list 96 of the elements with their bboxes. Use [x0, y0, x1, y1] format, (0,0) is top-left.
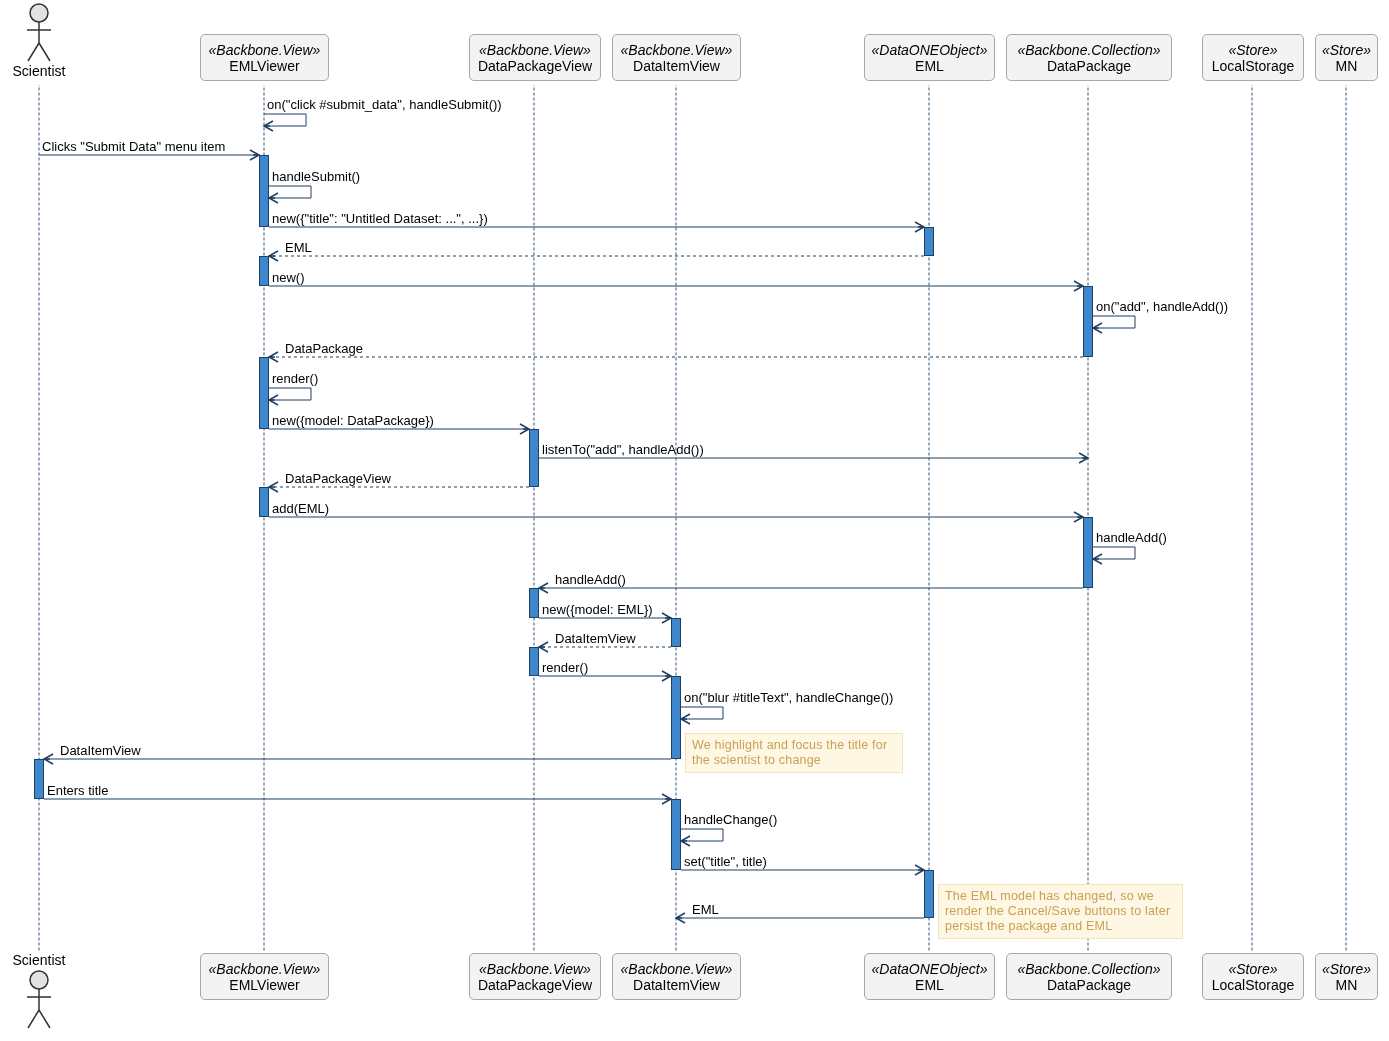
- participant-box: [1006, 953, 1172, 1000]
- message-arrow: [680, 864, 925, 876]
- participant-name: DataItemView: [633, 57, 720, 74]
- message-label: DataItemView: [60, 743, 141, 758]
- participant-box: [1006, 34, 1172, 81]
- message-label: on("click #submit_data", handleSubmit()): [267, 97, 502, 112]
- message-label: new(): [272, 270, 305, 285]
- message-label: new({model: EML}): [542, 602, 653, 617]
- participant-box: [864, 34, 995, 81]
- message-label: handleAdd(): [1096, 530, 1167, 545]
- message-arrow: [268, 351, 1084, 363]
- message-label: new({model: DataPackage}): [272, 413, 434, 428]
- message-arrow: [268, 423, 530, 435]
- message-arrow: [675, 912, 925, 924]
- message-label: on("add", handleAdd()): [1096, 299, 1229, 314]
- participant-name: LocalStorage: [1211, 976, 1295, 993]
- participant-name: DataPackageView: [477, 976, 593, 993]
- participant-name: EMLViewer: [229, 976, 300, 993]
- participant-box: [612, 34, 741, 81]
- actor-label: Scientist: [11, 63, 67, 80]
- self-message-arrow: [680, 828, 724, 847]
- stereotype-label: «Store»: [1228, 960, 1278, 977]
- message-label: DataPackage: [285, 341, 364, 356]
- message-label: Clicks "Submit Data" menu item: [42, 139, 226, 154]
- message-label: handleAdd(): [555, 572, 626, 587]
- participant-name: DataPackage: [1046, 976, 1132, 993]
- self-message-arrow: [1092, 546, 1136, 565]
- message-arrow: [268, 511, 1084, 523]
- message-label: DataPackageView: [285, 471, 391, 486]
- message-arrow: [538, 612, 672, 624]
- stereotype-label: «Backbone.View»: [208, 41, 321, 58]
- message-label: Enters title: [47, 783, 109, 798]
- self-message-arrow: [1092, 315, 1136, 334]
- participant-box: [1315, 34, 1378, 81]
- message-arrow: [538, 670, 672, 682]
- stereotype-label: «DataONEObject»: [871, 41, 988, 58]
- message-label: new({"title": "Untitled Dataset: ...", ...}): [272, 211, 488, 226]
- participant-box: [612, 953, 741, 1000]
- message-label: add(EML): [272, 501, 330, 516]
- message-label: handleChange(): [684, 812, 778, 827]
- message-arrow: [268, 250, 925, 262]
- stereotype-label: «Backbone.View»: [479, 960, 591, 977]
- stereotype-label: «Backbone.View»: [479, 41, 591, 58]
- message-arrow: [268, 280, 1084, 292]
- stereotype-label: «Backbone.Collection»: [1017, 41, 1161, 58]
- actor-label: Scientist: [11, 952, 67, 969]
- note-text: We highlight and focus the title for the scientist to change: [692, 738, 889, 768]
- participant-name: DataItemView: [633, 976, 720, 993]
- message-arrow: [268, 481, 530, 493]
- participant-box: [1202, 34, 1304, 81]
- participant-box: [200, 34, 329, 81]
- participant-box: [469, 953, 601, 1000]
- stereotype-label: «DataONEObject»: [871, 960, 988, 977]
- self-message-arrow: [263, 113, 307, 132]
- message-arrow: [538, 641, 672, 653]
- participant-box: [1315, 953, 1378, 1000]
- stereotype-label: «Backbone.Collection»: [1017, 960, 1161, 977]
- stereotype-label: «Backbone.View»: [208, 960, 321, 977]
- self-message-arrow: [268, 185, 312, 204]
- stereotype-label: «Backbone.View»: [620, 960, 733, 977]
- participant-box: [200, 953, 329, 1000]
- message-arrow: [43, 753, 672, 765]
- message-label: DataItemView: [555, 631, 636, 646]
- stereotype-label: «Store»: [1321, 41, 1371, 58]
- stereotype-label: «Store»: [1228, 41, 1278, 58]
- message-arrow: [538, 452, 1089, 464]
- message-label: EML: [285, 240, 312, 255]
- note-text: The EML model has changed, so we render the Cancel/Save buttons to later persist the package and EML: [945, 889, 1172, 934]
- stereotype-label: «Store»: [1321, 960, 1371, 977]
- participant-box: [864, 953, 995, 1000]
- message-arrow: [43, 793, 672, 805]
- message-label: set("title", title): [684, 854, 767, 869]
- message-label: on("blur #titleText", handleChange()): [684, 690, 894, 705]
- participant-name: EML: [915, 57, 944, 74]
- participant-box: [469, 34, 601, 81]
- message-label: listenTo("add", handleAdd()): [542, 442, 704, 457]
- participant-name: EML: [915, 976, 944, 993]
- message-arrow: [538, 582, 1084, 594]
- message-label: EML: [692, 902, 719, 917]
- participant-name: EMLViewer: [229, 57, 300, 74]
- message-label: handleSubmit(): [272, 169, 361, 184]
- participant-box: [1202, 953, 1304, 1000]
- self-message-arrow: [680, 706, 724, 725]
- participant-name: DataPackage: [1046, 57, 1132, 74]
- message-label: render(): [542, 660, 589, 675]
- stereotype-label: «Backbone.View»: [620, 41, 733, 58]
- note: [938, 884, 1183, 939]
- participant-name: MN: [1335, 976, 1358, 993]
- participant-name: DataPackageView: [477, 57, 593, 74]
- self-message-arrow: [268, 387, 312, 406]
- participant-name: LocalStorage: [1211, 57, 1295, 74]
- participant-name: MN: [1335, 57, 1358, 74]
- message-arrow: [268, 221, 925, 233]
- note: [685, 733, 903, 773]
- message-arrow: [38, 149, 260, 161]
- message-label: render(): [272, 371, 319, 386]
